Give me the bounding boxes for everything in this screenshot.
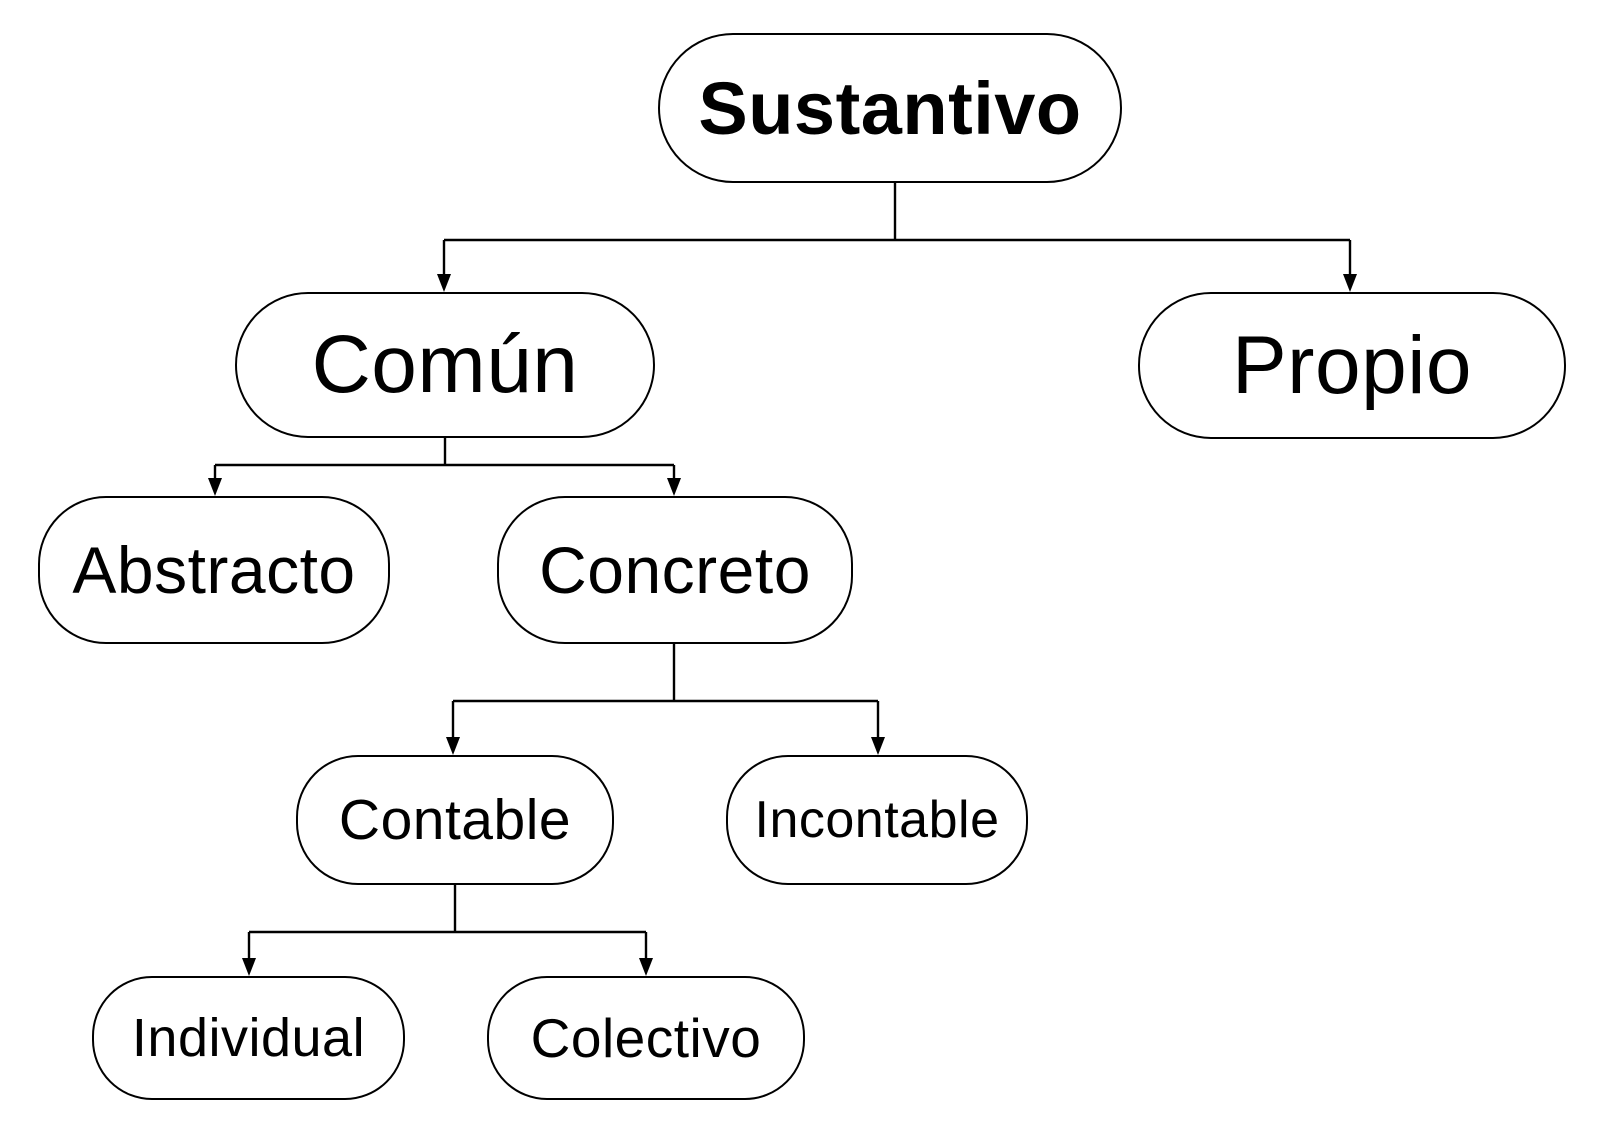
node-incontable: Incontable [726, 755, 1028, 885]
node-colectivo-label: Colectivo [530, 1007, 762, 1069]
node-colectivo: Colectivo [487, 976, 805, 1100]
node-concreto-label: Concreto [539, 533, 811, 607]
node-contable: Contable [296, 755, 614, 885]
node-incontable-label: Incontable [754, 791, 1000, 849]
node-abstracto: Abstracto [38, 496, 390, 644]
node-comun: Común [235, 292, 655, 438]
node-contable-label: Contable [338, 788, 572, 852]
node-sustantivo: Sustantivo [658, 33, 1122, 183]
edge-sustantivo-to-comun-propio [437, 183, 1357, 292]
node-abstracto-label: Abstracto [72, 533, 356, 607]
node-comun-label: Común [311, 319, 579, 410]
node-propio-label: Propio [1231, 319, 1473, 411]
edge-contable-to-individual-colectivo [242, 885, 653, 976]
node-propio: Propio [1138, 292, 1566, 439]
node-individual-label: Individual [131, 1008, 366, 1068]
edge-concreto-to-contable-incontable [446, 644, 885, 755]
edge-comun-to-abstracto-concreto [208, 438, 681, 496]
node-individual: Individual [92, 976, 405, 1100]
node-concreto: Concreto [497, 496, 853, 644]
node-sustantivo-label: Sustantivo [698, 66, 1082, 150]
